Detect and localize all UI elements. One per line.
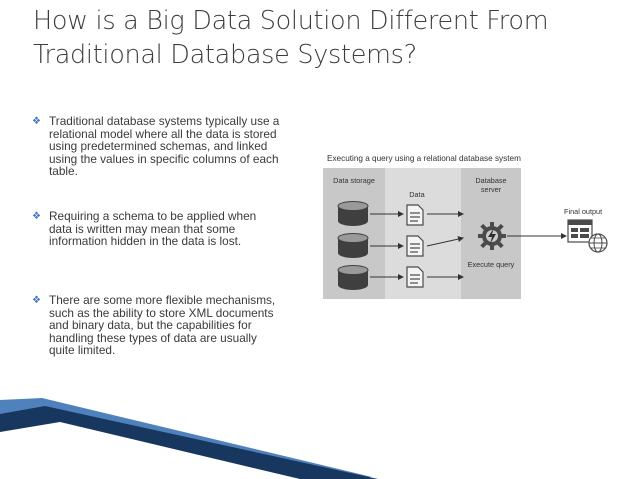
slide-title: How is a Big Data Solution Different Fro… bbox=[33, 4, 623, 72]
execute-query-label: Execute query bbox=[467, 260, 515, 269]
diamond-bullet-icon: ❖ bbox=[32, 295, 41, 306]
data-label: Data bbox=[409, 190, 425, 199]
diamond-bullet-icon: ❖ bbox=[32, 116, 41, 127]
data-storage-label: Data storage bbox=[333, 176, 375, 185]
bullet-text: There are some more flexible mechanisms,… bbox=[49, 293, 276, 358]
query-diagram: Data storage Data Database server Execut… bbox=[323, 168, 521, 299]
document-icon bbox=[406, 204, 424, 226]
flow-arrows bbox=[370, 211, 521, 280]
output-arrow bbox=[521, 233, 567, 239]
slide-title-line-1: How is a Big Data Solution Different Fro… bbox=[33, 6, 549, 36]
gear-lightning-icon bbox=[478, 222, 506, 250]
bullet-item: ❖ Requiring a schema to be applied when … bbox=[32, 210, 280, 248]
diamond-bullet-icon: ❖ bbox=[32, 211, 41, 222]
database-cylinder-icon bbox=[337, 201, 369, 226]
database-cylinder-icon bbox=[337, 265, 369, 290]
database-cylinder-icon bbox=[337, 233, 369, 258]
bullet-text: Requiring a schema to be applied when da… bbox=[49, 209, 257, 249]
bullet-text: Traditional database systems typically u… bbox=[49, 114, 280, 179]
bullet-item: ❖ There are some more flexible mechanism… bbox=[32, 294, 280, 357]
database-server-label: Database server bbox=[475, 176, 507, 194]
document-icon bbox=[406, 235, 424, 257]
decorative-ribbon bbox=[0, 392, 380, 479]
final-output-label: Final output bbox=[564, 207, 603, 216]
final-output-icon bbox=[567, 219, 608, 253]
document-icon bbox=[406, 266, 424, 288]
bullet-item: ❖ Traditional database systems typically… bbox=[32, 115, 280, 178]
diagram-caption: Executing a query using a relational dat… bbox=[327, 154, 521, 163]
slide-title-line-2: Traditional Database Systems? bbox=[33, 40, 417, 70]
